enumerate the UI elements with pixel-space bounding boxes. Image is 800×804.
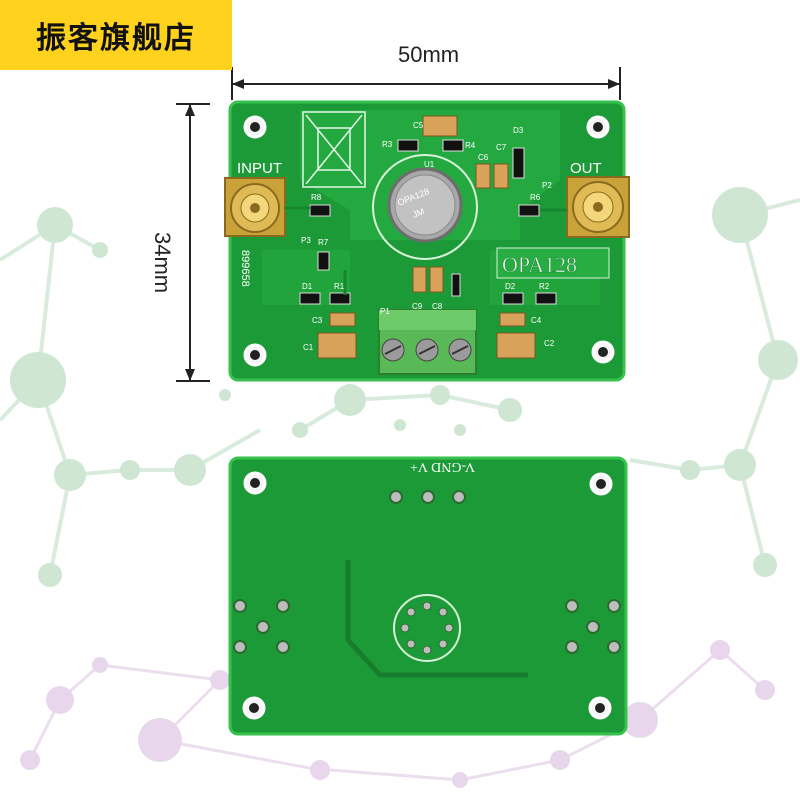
weee-symbol (302, 111, 366, 188)
designator-C6: C6 (478, 153, 489, 162)
designator-C7: C7 (496, 143, 507, 152)
designator-C1: C1 (303, 343, 314, 352)
chip-solder-pads (400, 601, 454, 655)
designator-U1: U1 (424, 160, 435, 169)
designator-D3: D3 (513, 126, 524, 135)
designator-R7: R7 (318, 238, 329, 247)
power-solder-pads (389, 490, 466, 504)
back-trace (345, 560, 528, 678)
designator-C3: C3 (312, 316, 323, 325)
smd-capacitors (317, 115, 536, 359)
designator-C2: C2 (544, 339, 555, 348)
designator-R6: R6 (530, 193, 541, 202)
module-label: OPA128 (502, 252, 577, 277)
width-dimension (231, 67, 621, 100)
smd-resistors (299, 139, 557, 305)
sma-output-connector (566, 176, 630, 238)
designator-R1: R1 (334, 282, 345, 291)
designator-D1: D1 (302, 282, 313, 291)
chip-marking-line2: JM (411, 206, 426, 220)
opa128-chip (387, 167, 463, 243)
designator-P1: P1 (380, 307, 390, 316)
height-label: 34mm (150, 232, 175, 294)
designator-R3: R3 (382, 140, 393, 149)
designator-R8: R8 (311, 193, 322, 202)
designator-C9: C9 (412, 302, 423, 311)
output-label: OUT (570, 160, 602, 177)
background-network (0, 187, 800, 788)
pcb-front: INPUT OUT OPA128 899658 OPA128 JM C5 R3 … (224, 100, 630, 382)
designator-R2: R2 (539, 282, 550, 291)
designator-C5: C5 (413, 121, 424, 130)
input-label: INPUT (237, 160, 282, 177)
height-dimension (176, 103, 210, 382)
sma-input-connector (224, 177, 286, 237)
designator-D2: D2 (505, 282, 516, 291)
width-label: 50mm (398, 42, 460, 67)
sma-solder-pads (233, 599, 621, 654)
designator-C8: C8 (432, 302, 443, 311)
designator-C4: C4 (531, 316, 542, 325)
pcb-back: V-GND V+ (228, 456, 628, 736)
designator-P3: P3 (301, 236, 311, 245)
component-designators: C5 R3 R4 U1 C6 C7 D3 P2 R6 R8 R7 P3 D1 R… (301, 121, 555, 352)
terminal-block (378, 309, 477, 375)
serial-number: 899658 (239, 250, 251, 287)
designator-R4: R4 (465, 141, 476, 150)
store-name: 振客旗舰店 (36, 21, 196, 56)
designator-P2: P2 (542, 181, 552, 190)
store-badge: 振客旗舰店 (0, 0, 232, 70)
power-label: V-GND V+ (410, 459, 475, 474)
